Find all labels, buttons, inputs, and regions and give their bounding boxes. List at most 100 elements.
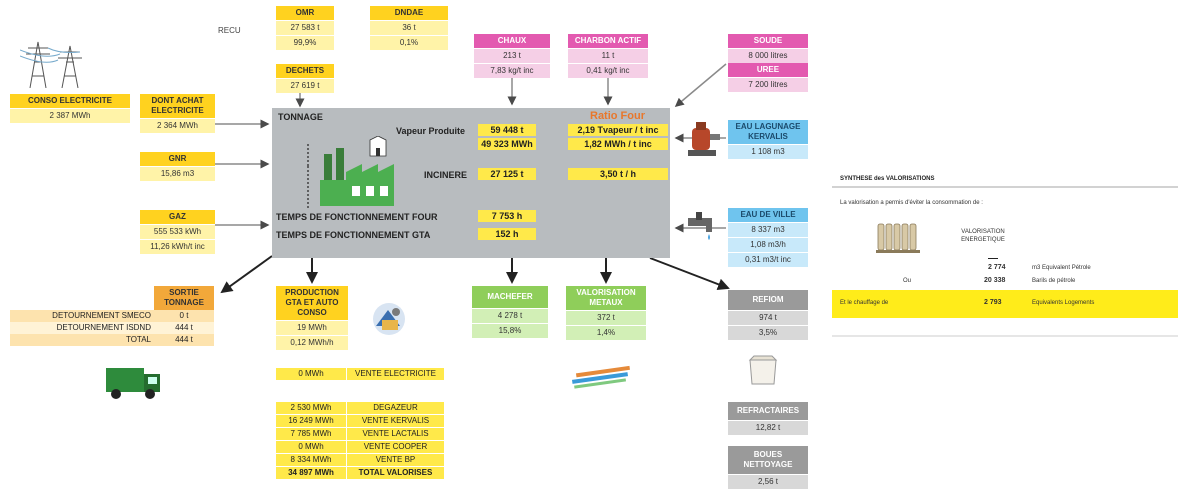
central-process-block: TONNAGE Vapeur Produite 59 448 t 49 323 … — [272, 108, 670, 258]
machefer-title: MACHEFER — [472, 286, 548, 308]
achat-elec-box: DONT ACHAT ELECTRICITE 2 364 MWh — [140, 94, 215, 133]
synthese-v2-num: 20 338 — [984, 277, 1006, 284]
machefer-value2: 15,8% — [472, 323, 548, 338]
sortie-row-label: TOTAL — [125, 335, 151, 344]
turbine-icon — [373, 303, 405, 335]
gaz-value1: 555 533 kWh — [140, 224, 215, 239]
metaux-value1: 372 t — [566, 310, 646, 325]
production-box: PRODUCTION GTA ET AUTO CONSO 19 MWh 0,12… — [276, 286, 348, 350]
charbon-title: CHARBON ACTIF — [568, 34, 648, 48]
valorise-row: 7 785 MWh VENTE LACTALIS — [276, 428, 444, 441]
gaz-value2: 11,26 kWh/t inc — [140, 239, 215, 254]
synthese-highlight — [832, 290, 1178, 318]
eau-lagunage-value: 1 108 m3 — [728, 144, 808, 159]
valorise-total-value: 34 897 MWh — [288, 468, 334, 477]
sortie-row-label: DETOURNEMENT SMECO — [52, 311, 151, 320]
ratio-title: Ratio Four — [590, 110, 645, 122]
ratio-mwh: 1,82 MWh / t inc — [568, 138, 668, 150]
dndae-tonnage: 36 t — [370, 20, 448, 35]
temps-gta-value: 152 h — [478, 228, 536, 240]
synthese-intro: La valorisation a permis d'éviter la con… — [840, 200, 983, 206]
conso-elec-box: CONSO ELECTRICITE 2 387 MWh — [10, 94, 130, 123]
valorise-value: 2 530 MWh — [290, 403, 332, 412]
synthese-v3-unit: Equivalents Logements — [1032, 300, 1095, 306]
dechets-box: DECHETS 27 619 t — [276, 64, 334, 93]
ratio-vapeur: 2,19 Tvapeur / t inc — [568, 124, 668, 136]
gaz-box: GAZ 555 533 kWh 11,26 kWh/t inc — [140, 210, 215, 254]
eau-ville-box: EAU DE VILLE 8 337 m3 1,08 m3/h 0,31 m3/… — [728, 208, 808, 267]
sortie-row: TOTAL 444 t — [10, 334, 214, 346]
synthese-v3-num: 2 793 — [984, 299, 1002, 306]
valorise-value: 7 785 MWh — [290, 429, 332, 438]
truck-icon — [106, 368, 160, 399]
valorise-label: VENTE KERVALIS — [346, 415, 444, 427]
uree-value: 7 200 litres — [728, 77, 808, 92]
uree-title: UREE — [728, 63, 808, 77]
vapeur-label: Vapeur Produite — [396, 126, 466, 136]
achat-elec-value: 2 364 MWh — [140, 118, 215, 133]
sortie-row: DETOURNEMENT ISDND 444 t — [10, 322, 214, 334]
temps-four-value: 7 753 h — [478, 210, 536, 222]
valorise-value: 0 MWh — [298, 442, 324, 451]
metaux-box: VALORISATION METAUX 372 t 1,4% — [566, 286, 646, 340]
bag-icon — [748, 355, 778, 385]
valorise-row: 2 530 MWh DEGAZEUR — [276, 402, 444, 415]
boues-box: BOUES NETTOYAGE 2,56 t — [728, 446, 808, 489]
valorise-label: DEGAZEUR — [346, 402, 444, 414]
synthese-v2-unit: Barils de pétrole — [1032, 278, 1076, 284]
metaux-title: VALORISATION METAUX — [566, 286, 646, 310]
radiator-icon — [876, 223, 920, 253]
temps-gta-label: TEMPS DE FONCTIONNEMENT GTA — [276, 230, 431, 240]
omr-title: OMR — [276, 6, 334, 20]
dechets-title: DECHETS — [276, 64, 334, 78]
refractaires-box: REFRACTAIRES 12,82 t — [728, 402, 808, 435]
dndae-box: DNDAE 36 t 0,1% — [370, 6, 448, 50]
vapeur-mwh: 49 323 MWh — [478, 138, 536, 150]
omr-box: OMR 27 583 t 99,9% — [276, 6, 334, 50]
boues-title: BOUES NETTOYAGE — [728, 446, 808, 474]
soude-title: SOUDE — [728, 34, 808, 48]
production-value1: 19 MWh — [276, 320, 348, 335]
synthese-valo-label: VALORISATION ENERGETIQUE — [961, 229, 1005, 243]
production-value2: 0,12 MWh/h — [276, 335, 348, 350]
valorise-label: VENTE BP — [346, 454, 444, 466]
valorise-value: 8 334 MWh — [290, 455, 332, 464]
synthese-v2-prefix: Ou — [903, 278, 912, 284]
eau-ville-value2: 1,08 m3/h — [728, 237, 808, 252]
eau-ville-value3: 0,31 m3/t inc — [728, 252, 808, 267]
charbon-value1: 11 t — [568, 48, 648, 63]
sortie-row-value: 444 t — [175, 323, 193, 332]
incinere-ratio: 3,50 t / h — [568, 168, 668, 180]
charbon-value2: 0,41 kg/t inc — [568, 63, 648, 78]
valorise-label: VENTE COOPER — [346, 441, 444, 453]
gnr-title: GNR — [140, 152, 215, 166]
chaux-value1: 213 t — [474, 48, 550, 63]
metaux-value2: 1,4% — [566, 325, 646, 340]
charbon-box: CHARBON ACTIF 11 t 0,41 kg/t inc — [568, 34, 648, 78]
omr-tonnage: 27 583 t — [276, 20, 334, 35]
eau-lagunage-box: EAU LAGUNAGE KERVALIS 1 108 m3 — [728, 120, 808, 159]
conso-elec-title: CONSO ELECTRICITE — [10, 94, 130, 108]
eau-ville-title: EAU DE VILLE — [728, 208, 808, 222]
factory-icon — [307, 136, 394, 208]
vente-elec-label: VENTE ELECTRICITE — [346, 368, 444, 380]
dndae-pct: 0,1% — [370, 35, 448, 50]
power-pylon-icon — [20, 41, 82, 88]
sortie-row-value: 444 t — [175, 335, 193, 344]
valorises-table: 2 530 MWh DEGAZEUR 16 249 MWh VENTE KERV… — [276, 402, 444, 479]
pump-icon — [688, 122, 720, 156]
valorise-row: 8 334 MWh VENTE BP — [276, 454, 444, 467]
production-title: PRODUCTION GTA ET AUTO CONSO — [276, 286, 348, 320]
boues-value: 2,56 t — [728, 474, 808, 489]
synthese-v1-num: 2 774 — [988, 264, 1006, 271]
soude-box: SOUDE 8 000 litres UREE 7 200 litres — [728, 34, 808, 92]
sortie-title-text: SORTIE TONNAGE — [154, 286, 214, 310]
sortie-title: SORTIE TONNAGE — [154, 286, 214, 310]
sortie-row-value: 0 t — [179, 311, 189, 320]
conso-elec-value: 2 387 MWh — [10, 108, 130, 123]
gaz-title: GAZ — [140, 210, 215, 224]
incinere-label: INCINERE — [424, 170, 468, 180]
sortie-row-label: DETOURNEMENT ISDND — [56, 323, 151, 332]
valorise-label: VENTE LACTALIS — [346, 428, 444, 440]
synthese-title: SYNTHESE des VALORISATIONS — [840, 176, 935, 182]
